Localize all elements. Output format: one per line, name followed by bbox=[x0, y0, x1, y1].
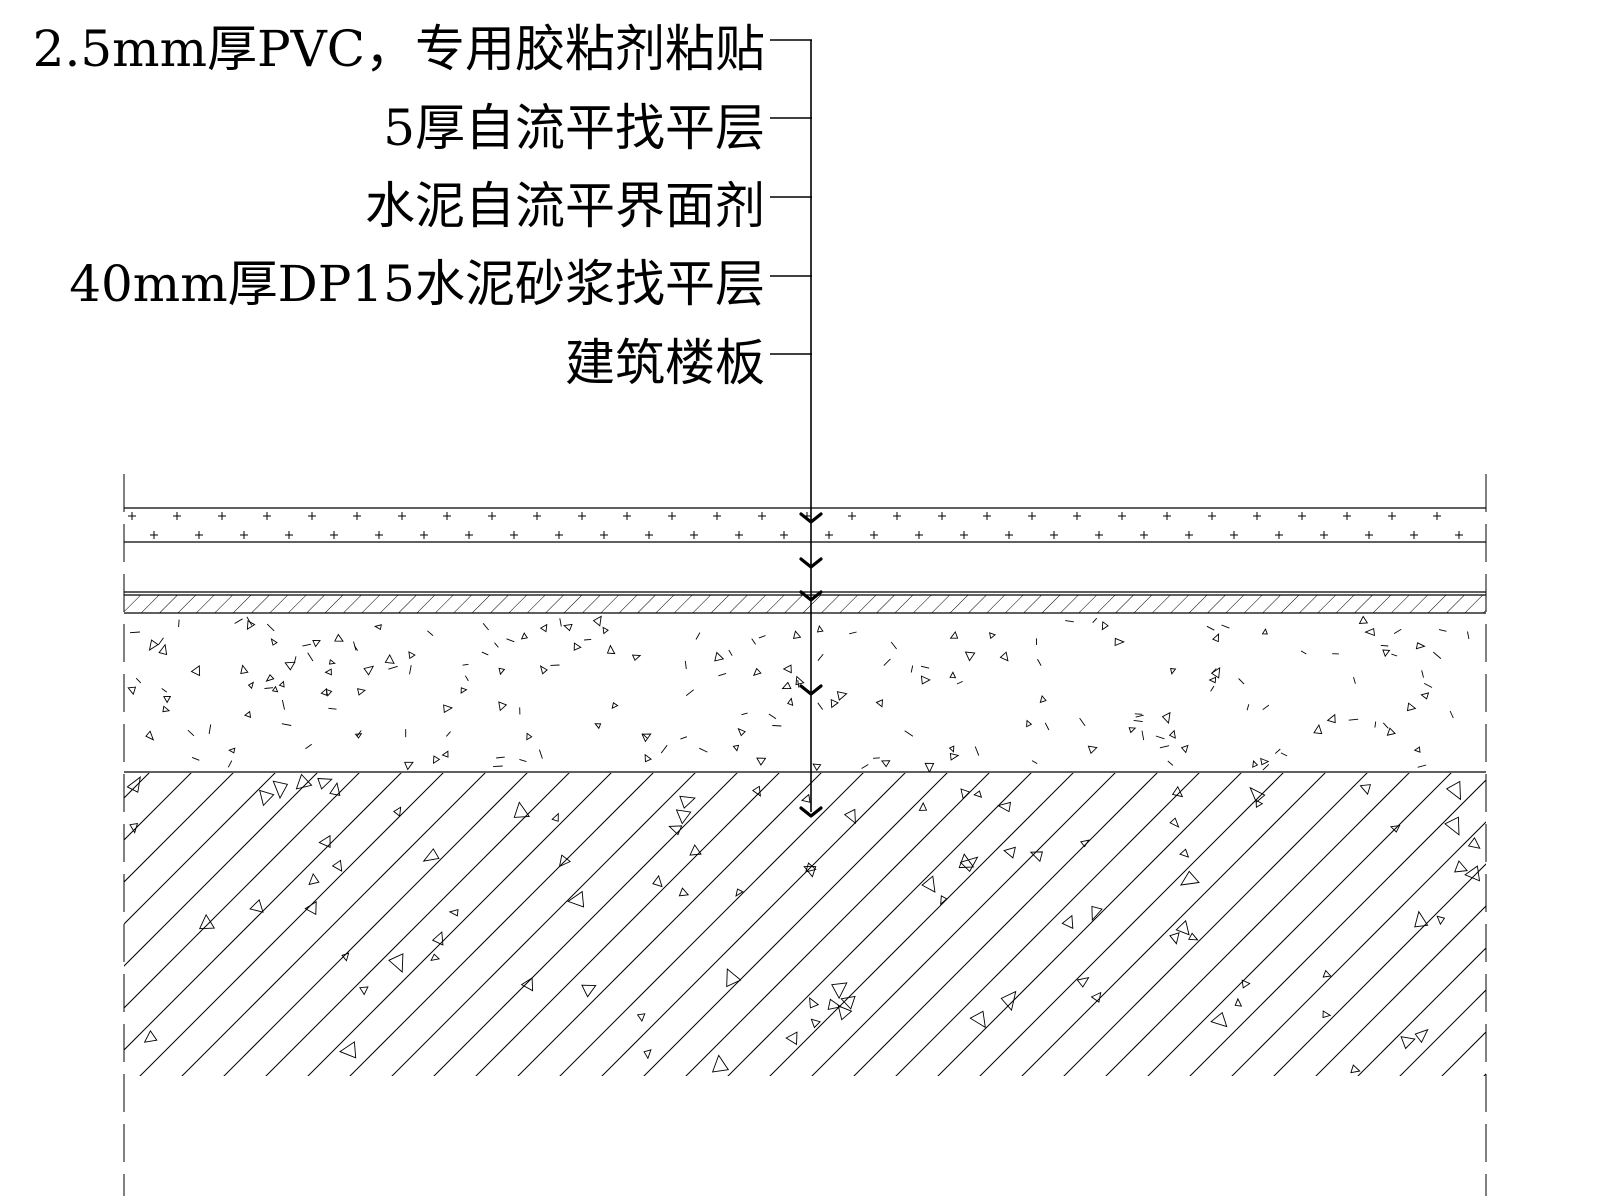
layer-mortar-screed bbox=[124, 615, 1486, 773]
layer-interface-agent bbox=[124, 594, 1486, 614]
layer-floor-slab bbox=[124, 773, 1486, 1076]
leader-lines bbox=[770, 39, 812, 812]
slab-hatch-lines bbox=[124, 773, 1486, 1076]
callout-labels: 2.5mm厚PVC，专用胶粘剂粘贴 5厚自流平找平层 水泥自流平界面剂 40mm… bbox=[33, 20, 765, 392]
layer-pvc bbox=[124, 507, 1486, 543]
arrow-floor-slab bbox=[799, 806, 823, 818]
arrow-interface-agent bbox=[799, 590, 823, 602]
leader-arrows bbox=[799, 512, 823, 818]
callout-label-mortar-screed: 40mm厚DP15水泥砂浆找平层 bbox=[69, 255, 765, 313]
pvc-plus-marks-upper bbox=[128, 512, 1441, 520]
callout-label-pvc: 2.5mm厚PVC，专用胶粘剂粘贴 bbox=[33, 20, 765, 78]
arrow-mortar-screed bbox=[799, 684, 823, 696]
callout-label-floor-slab: 建筑楼板 bbox=[565, 334, 765, 392]
arrow-self-leveling bbox=[799, 557, 823, 569]
callout-label-interface-agent: 水泥自流平界面剂 bbox=[365, 177, 765, 235]
break-lines bbox=[123, 474, 1487, 1196]
pvc-plus-marks-lower bbox=[150, 531, 1463, 539]
arrow-pvc bbox=[799, 512, 823, 524]
mortar-aggregate-marks bbox=[127, 615, 1470, 772]
slab-aggregate-marks bbox=[126, 773, 1481, 1074]
callout-label-self-leveling: 5厚自流平找平层 bbox=[383, 99, 765, 157]
